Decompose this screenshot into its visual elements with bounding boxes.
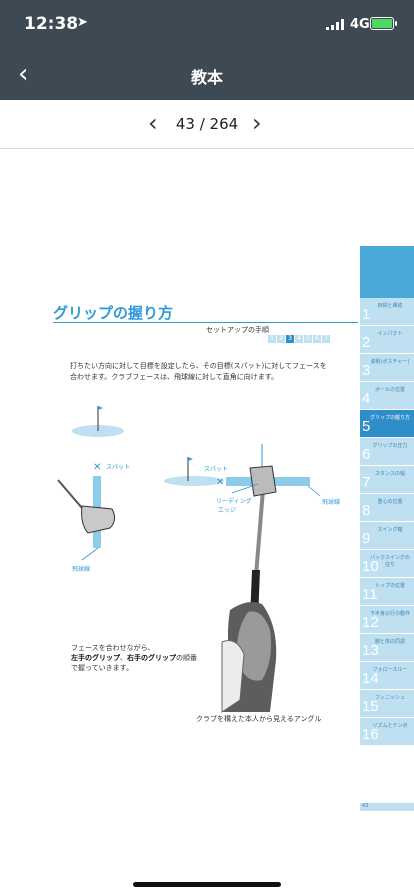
grip-caption: フェースを合わせながら、 左手のグリップ、右手のグリップの順番で握っていきます。 [71,643,201,673]
chapter-tab-number: 8 [362,502,371,519]
back-button[interactable]: ‹ [18,59,29,89]
spat-label-right: スパット [204,466,229,473]
chapter-tab-label: フィニッシュ [375,695,405,701]
chapter-tab-number: 15 [362,698,379,715]
chapter-tab-label: インパクト [377,331,403,337]
step-7: 7 [322,335,330,343]
chapter-tab-label: グリップの握り方 [369,415,410,421]
chapter-tabs-header [360,246,414,298]
caption-separator: 、 [120,654,127,662]
chapter-tab-label: バックスイングの往り [370,555,410,568]
home-indicator[interactable] [133,882,281,887]
page-title: 教本 [190,68,223,87]
step-3: 3 [286,335,294,343]
chapter-tab-number: 10 [362,558,379,575]
chapter-tab-label: グリップの圧力 [372,443,408,449]
chapter-tab-number: 12 [362,614,379,631]
chapter-tab-number: 6 [362,446,371,463]
page-pager: ‹ 43 / 264 › [0,100,414,149]
step-label: セットアップの手順 [206,326,269,334]
chapter-tab-number: 4 [362,390,371,407]
chapter-tab-9[interactable]: 9 スイング軸 [360,522,414,550]
chapter-tab-label: リズムとテンポ [372,723,408,729]
chapter-tab-label: 腕と体の同調 [374,639,405,645]
flight-line-label-right: 飛球線 [322,499,341,506]
document-page[interactable] [0,149,414,896]
chapter-tab-number: 9 [362,530,371,547]
step-6: 6 [313,335,321,343]
caption-left-grip: 左手のグリップ [71,654,120,662]
chapter-tab-label: 重心の位置 [377,499,403,505]
flight-line-label-left: 飛球線 [72,566,91,573]
chapter-tab-number: 1 [362,306,371,323]
chapter-tab-number: 7 [362,474,371,491]
chapter-tab-1[interactable]: 1 目標と構成 [360,298,414,326]
chapter-tab-label: スタンスの幅 [375,471,405,477]
chapter-tab-label: ボールの位置 [374,387,405,393]
chapter-tab-label: フォロースルー [372,667,408,673]
chapter-tab-label: 姿勢(ポスチャー) [370,359,410,365]
network-type: 4G [350,17,370,32]
step-5: 5 [304,335,312,343]
caption-right-grip: 右手のグリップ [127,654,176,662]
status-bar: 12:38 ➤ 4G [0,0,414,52]
caption-text-2: の順番で握っていきます。 [71,654,197,672]
navigation-bar: ‹ 教本 [0,52,414,100]
chapter-tab-2[interactable]: 2 インパクト [360,326,414,354]
previous-page-button[interactable]: ‹ [148,109,158,137]
chapter-tab-7[interactable]: 7 スタンスの幅 [360,466,414,494]
svg-text:✕: ✕ [93,462,101,473]
chapter-tab-number: 14 [362,670,379,687]
intro-text: 打ちたい方向に対して目標を設定したら、その目標(スパット)に対してフェースを合わ… [70,362,327,381]
clock: 12:38 [24,14,79,34]
step-2: 2 [277,335,285,343]
step-1: 1 [268,335,276,343]
chapter-tab-number: 11 [362,586,378,603]
chapter-tab-label: スイング軸 [377,527,403,533]
chapter-tab-label: 下半身の行の動作 [369,611,410,617]
step-4: 4 [295,335,303,343]
chapter-tab-number: 2 [362,334,371,351]
next-page-button[interactable]: › [252,109,262,137]
chapter-tab-number: 13 [362,642,379,659]
page-indicator: 43 / 264 [175,115,239,133]
leading-edge-label-2: エッジ [218,507,237,514]
angle-caption: クラブを構えた本人から見えるアングル [196,715,322,723]
chapter-tab-8[interactable]: 8 重心の位置 [360,494,414,522]
svg-text:✕: ✕ [216,477,224,488]
location-arrow-icon: ➤ [77,15,88,30]
section-heading: グリップの握り方 [53,304,174,322]
signal-bars-icon [326,19,344,30]
battery-icon [370,17,397,30]
chapter-tab-number: 16 [362,726,379,743]
chapter-tab-label: トップの位置 [374,583,405,589]
heading-rule [53,322,358,323]
page-number: 43 [360,803,414,811]
chapter-tab-number: 5 [362,418,371,435]
chapter-tab-number: 3 [362,362,371,379]
caption-text-1: フェースを合わせながら、 [71,644,155,652]
spat-label-left: スパット [106,464,131,471]
leading-edge-label-1: リーディング [216,498,252,505]
chapter-tab-label: 目標と構成 [377,303,403,309]
